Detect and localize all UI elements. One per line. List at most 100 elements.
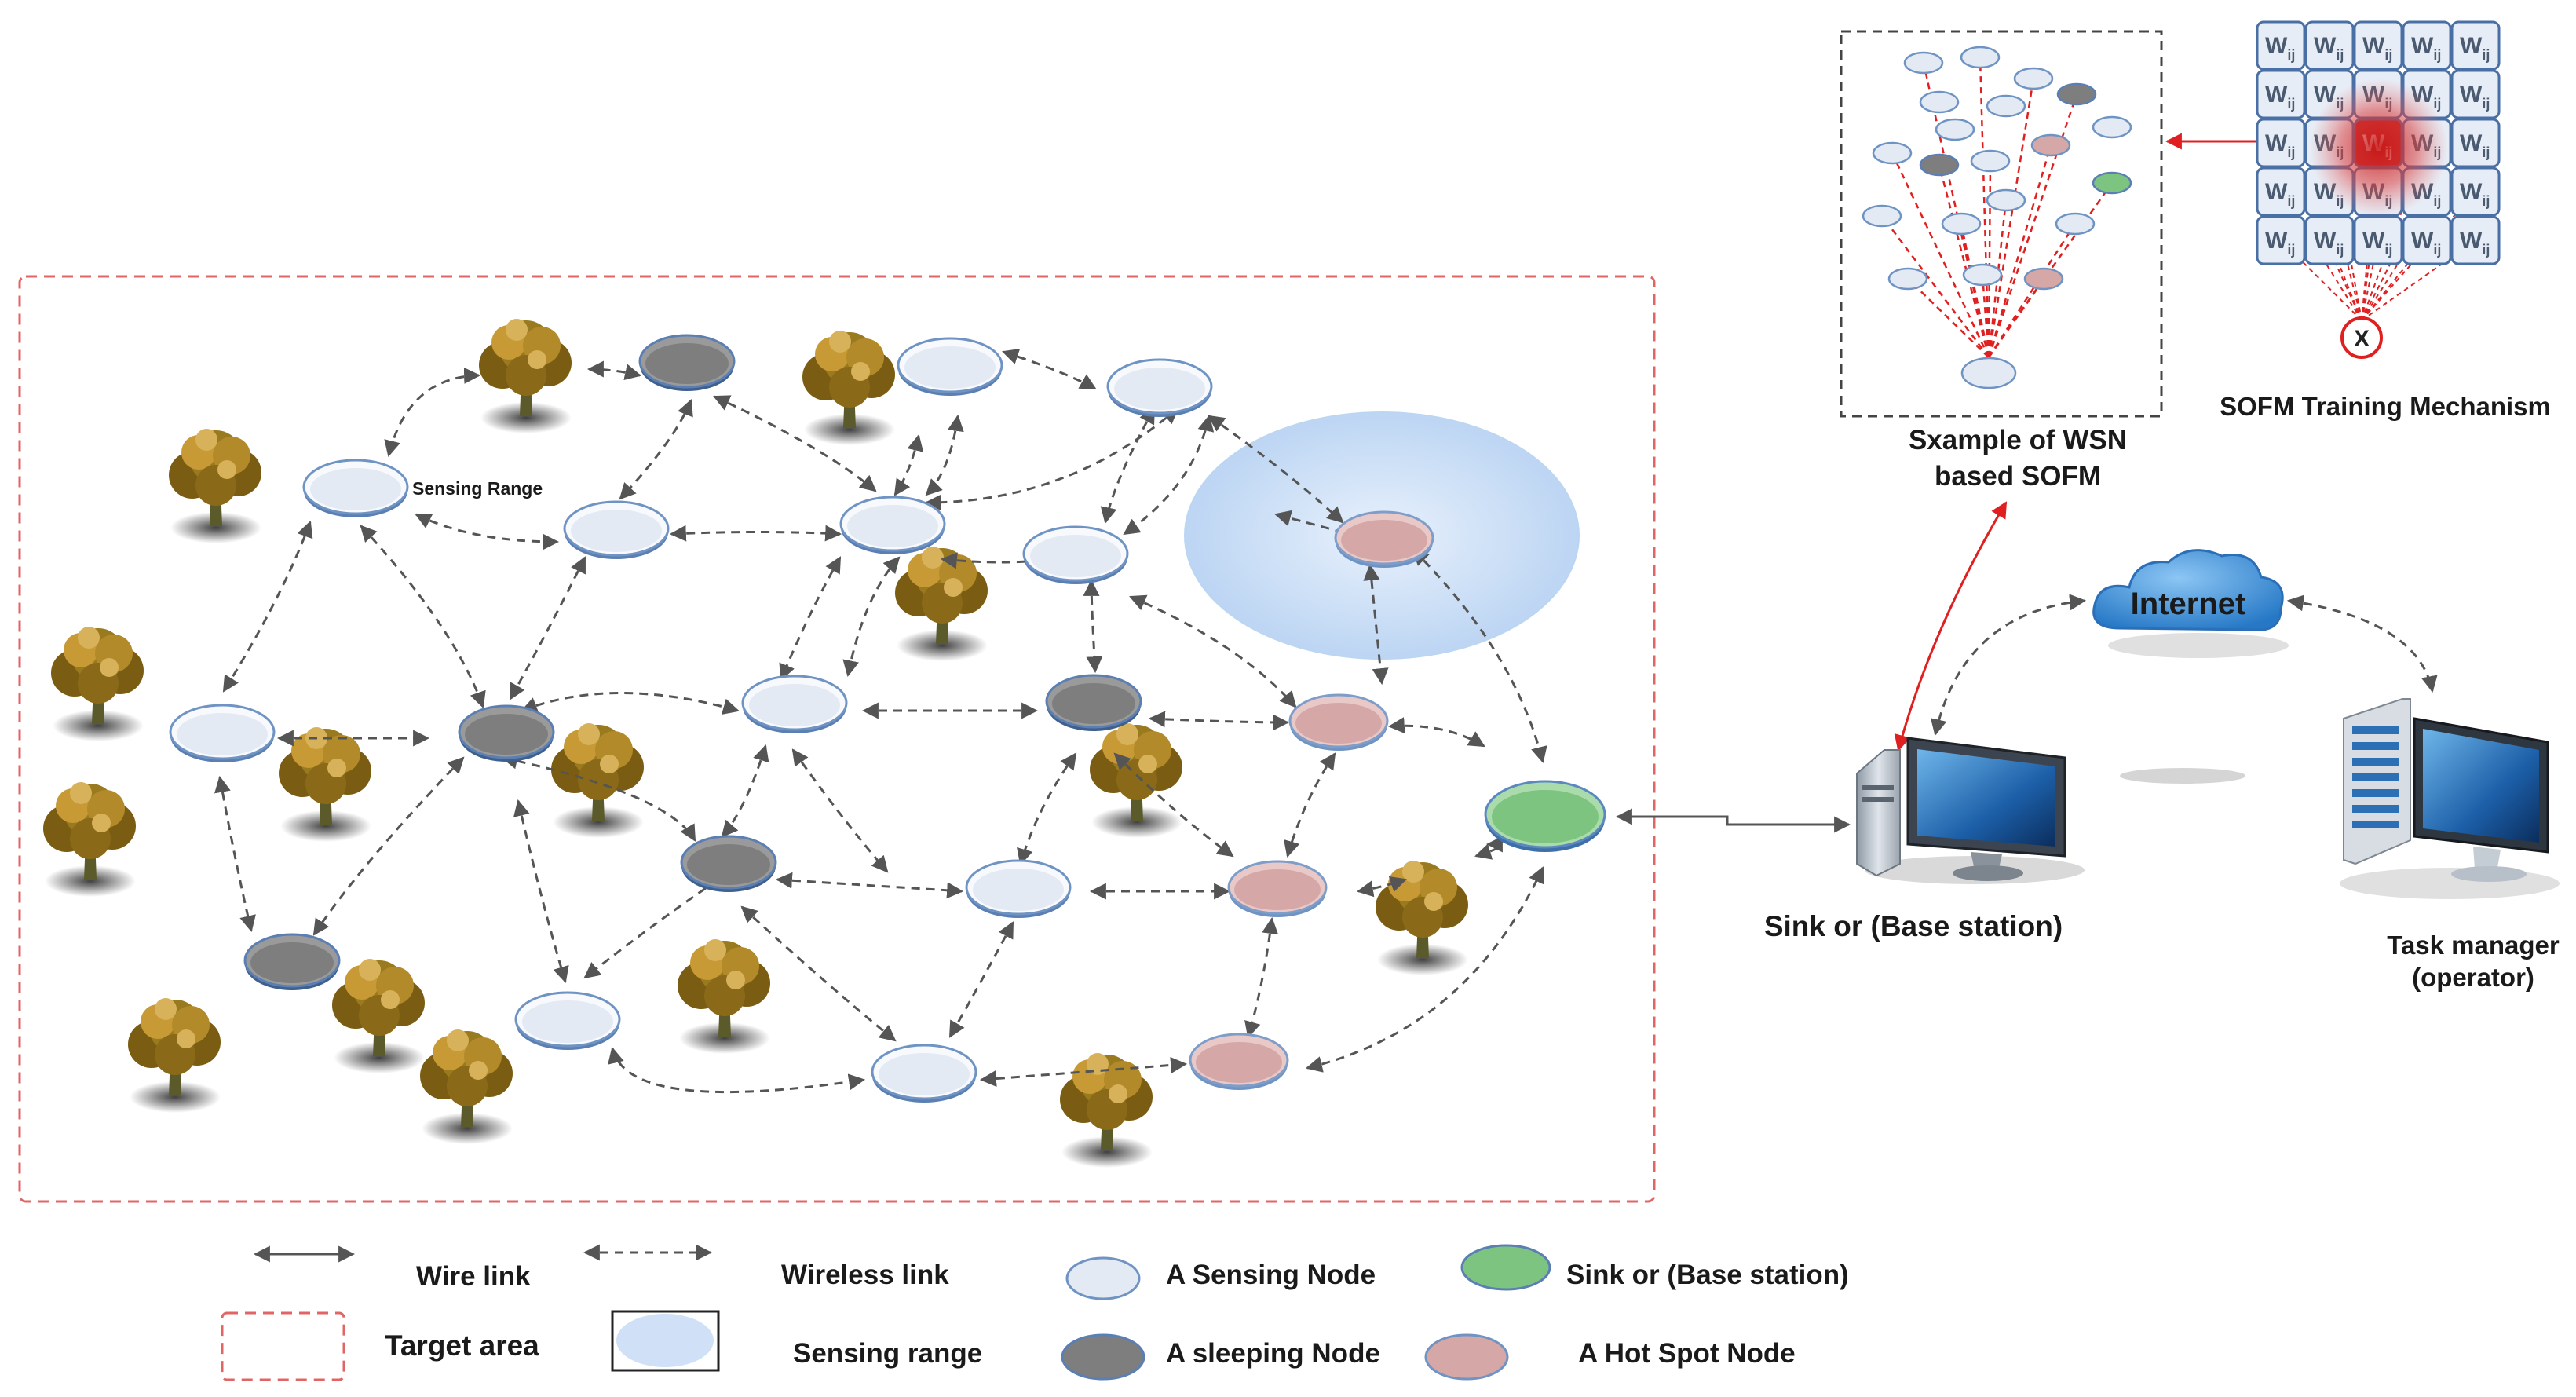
wireless-link bbox=[1474, 836, 1503, 860]
sofm-weight-cell: Wij bbox=[2402, 215, 2452, 265]
sensing-node bbox=[965, 859, 1072, 920]
sofm-weight-cell: Wij bbox=[2450, 69, 2501, 119]
sensing-node bbox=[302, 459, 409, 519]
wireless-link bbox=[1284, 752, 1336, 858]
wireless-link bbox=[779, 556, 842, 681]
wireless-link bbox=[608, 1046, 866, 1094]
hot-spot-node bbox=[1227, 860, 1328, 919]
wireless-link bbox=[740, 905, 897, 1042]
input-x-label: X bbox=[2354, 326, 2370, 352]
legend-hot-spot-node-symbol bbox=[1424, 1333, 1509, 1381]
sensing-node bbox=[741, 675, 848, 735]
internet-to-base-link bbox=[1930, 594, 2087, 737]
sofm-input-link bbox=[2361, 191, 2476, 321]
wireless-link bbox=[1148, 711, 1290, 731]
legend-sensing-node: A Sensing Node bbox=[1166, 1260, 1376, 1290]
legend-sensing-node-symbol bbox=[1065, 1256, 1141, 1300]
tree-icon bbox=[1090, 723, 1182, 838]
wireless-link bbox=[721, 744, 769, 838]
wireless-link bbox=[360, 525, 486, 708]
wireless-link bbox=[513, 799, 569, 984]
sofm-weight-cell: Wij bbox=[2304, 20, 2355, 71]
legend-sensing-range-frame bbox=[611, 1310, 720, 1372]
sofm-example-panel bbox=[1840, 30, 2163, 418]
wireless-link bbox=[415, 513, 560, 550]
sofm-input-link bbox=[2280, 240, 2362, 321]
wireless-link bbox=[1305, 866, 1544, 1073]
wireless-link bbox=[222, 521, 313, 693]
wireless-link bbox=[1123, 414, 1215, 536]
sofm-weight-cell: Wij bbox=[2450, 118, 2501, 168]
sensing-node bbox=[563, 500, 670, 561]
base-to-example-arrow bbox=[1894, 501, 2008, 752]
wireless-link bbox=[384, 367, 481, 458]
tree-icon bbox=[551, 723, 644, 838]
sofm-weight-cell: Wij bbox=[2353, 215, 2403, 265]
sink-node bbox=[1484, 780, 1606, 854]
example-title-line1: Sxample of WSN bbox=[1909, 425, 2127, 455]
wireless-link bbox=[979, 1056, 1188, 1088]
sofm-example-nodes bbox=[1862, 46, 2132, 389]
wireless-link bbox=[1129, 594, 1297, 708]
task-manager-label-line1: Task manager bbox=[2387, 931, 2560, 960]
sensing-node bbox=[839, 496, 946, 556]
sensing-node bbox=[871, 1044, 977, 1104]
legend: Wire link Wireless link A Sensing Node S… bbox=[221, 1244, 1849, 1381]
legend-sleeping-node-symbol bbox=[1061, 1333, 1145, 1381]
internet-label: Internet bbox=[2131, 587, 2246, 621]
wireless-link bbox=[1113, 752, 1234, 858]
shadow-blur bbox=[2120, 768, 2245, 784]
wireless-link bbox=[1412, 548, 1547, 764]
tree-icon bbox=[420, 1029, 513, 1144]
legend-wireless-link: Wireless link bbox=[781, 1260, 949, 1290]
wireless-link bbox=[924, 407, 1179, 511]
target-area-border bbox=[18, 275, 1656, 1203]
legend-sleeping-node: A sleeping Node bbox=[1166, 1338, 1380, 1369]
sensing-range-label: Sensing Range bbox=[412, 478, 543, 499]
wireless-link bbox=[586, 360, 642, 381]
wireless-link bbox=[500, 752, 696, 842]
tree-icon bbox=[51, 627, 144, 741]
wireless-link bbox=[1208, 415, 1344, 524]
internet-to-task-link bbox=[2286, 594, 2438, 693]
tree-icon bbox=[169, 429, 261, 543]
wireless-link bbox=[842, 556, 901, 678]
sensing-node bbox=[1106, 358, 1213, 419]
wireless-link bbox=[1083, 579, 1103, 674]
task-manager-label-line2: (operator) bbox=[2412, 963, 2534, 992]
sofm-example-links bbox=[1881, 57, 2114, 358]
wireless-link bbox=[791, 748, 889, 873]
wireless-link bbox=[1002, 348, 1097, 390]
tree-icon bbox=[279, 727, 371, 842]
internet-cloud: Internet bbox=[2092, 549, 2289, 658]
sleeping-node bbox=[1045, 674, 1142, 733]
input-x-node bbox=[2340, 316, 2383, 359]
tree-icon bbox=[43, 782, 136, 897]
sofm-weight-cell: Wij bbox=[2450, 215, 2501, 265]
legend-sensing-range: Sensing range bbox=[793, 1338, 982, 1369]
tree-icon bbox=[128, 998, 221, 1113]
wireless-link bbox=[509, 556, 586, 700]
sofm-weight-cell: Wij bbox=[2256, 166, 2306, 217]
hot-spot-node bbox=[1189, 1033, 1289, 1092]
hot-spot-node bbox=[1334, 510, 1434, 569]
weight-label: Wij bbox=[2314, 33, 2344, 63]
wireless-link bbox=[948, 921, 1014, 1038]
sensing-node bbox=[514, 991, 621, 1051]
tree-icon bbox=[332, 959, 425, 1073]
tree-icon bbox=[678, 939, 770, 1054]
wireless-link bbox=[925, 414, 964, 496]
sink-base-station-label: Sink or (Base station) bbox=[1764, 910, 2063, 942]
sofm-training-label: SOFM Training Mechanism bbox=[2220, 392, 2551, 421]
sleeping-node bbox=[680, 835, 777, 894]
legend-sensing-range-symbol bbox=[616, 1314, 714, 1367]
legend-wire-link: Wire link bbox=[416, 1261, 531, 1292]
wire-link-sink-to-base bbox=[1615, 808, 1851, 833]
sofm-weight-cell: Wij bbox=[2450, 166, 2501, 217]
wireless-link bbox=[669, 525, 842, 542]
sleeping-node bbox=[243, 933, 341, 992]
wireless-link bbox=[214, 775, 256, 933]
winner-neighborhood-heat bbox=[2310, 79, 2448, 217]
wireless-link bbox=[312, 756, 465, 936]
